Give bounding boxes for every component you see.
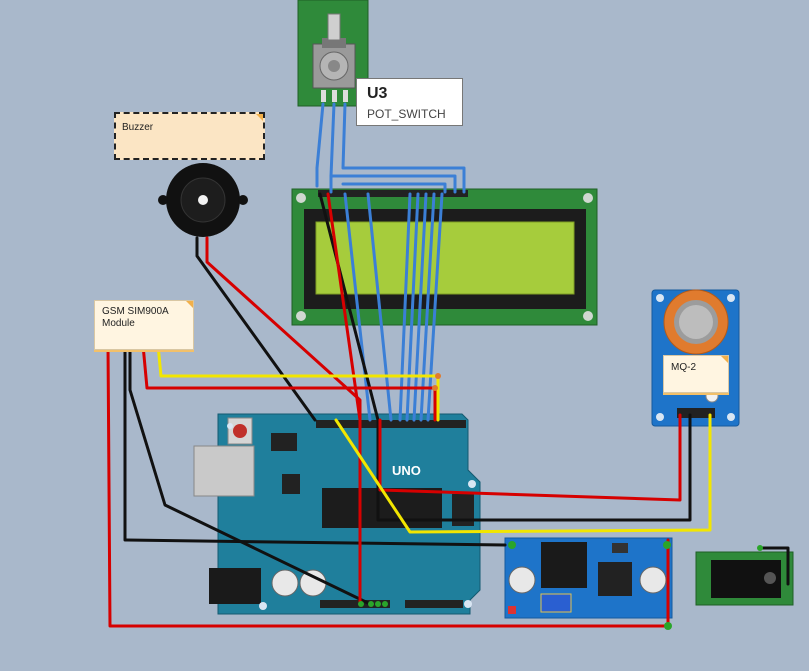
- wires: [106, 102, 790, 630]
- arduino-uno-board[interactable]: UNO: [193, 413, 481, 615]
- component-tooltip: U3 POT_SWITCH: [356, 78, 463, 126]
- lcd-header-pins: [318, 190, 468, 197]
- buzzer-label[interactable]: Buzzer: [114, 112, 265, 160]
- potentiometer-u3[interactable]: [297, 0, 369, 107]
- note-fold-icon: [186, 301, 193, 308]
- tooltip-subtitle: POT_SWITCH: [367, 107, 446, 121]
- gsm-module-label[interactable]: GSM SIM900A Module: [94, 300, 194, 350]
- buzzer-label-text: Buzzer: [122, 122, 154, 133]
- dc-barrel-jack[interactable]: [695, 551, 794, 606]
- tooltip-title: U3: [367, 85, 388, 102]
- buck-converter[interactable]: [504, 537, 673, 619]
- board-logo: UNO: [392, 463, 421, 478]
- mq2-label[interactable]: MQ-2: [663, 355, 729, 393]
- note-fold-icon: [256, 114, 263, 121]
- gsm-module-label-text: GSM SIM900A Module: [102, 306, 169, 329]
- mq2-label-text: MQ-2: [671, 362, 696, 373]
- buzzer[interactable]: [158, 163, 248, 237]
- note-fold-icon: [721, 356, 728, 363]
